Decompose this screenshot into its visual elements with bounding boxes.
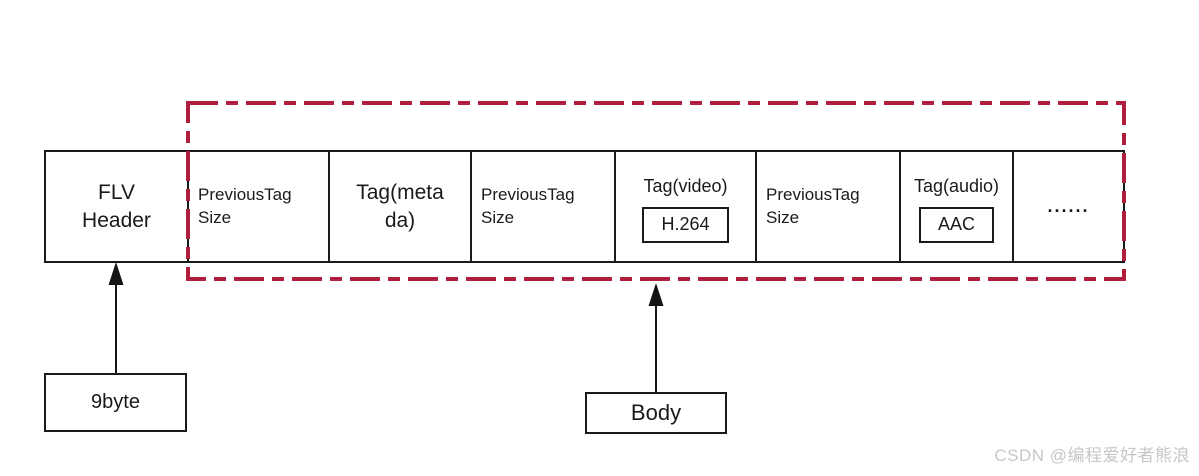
cell-previous-tag-size-2: PreviousTag Size (472, 152, 616, 261)
codec-box-aac: AAC (918, 207, 994, 243)
previous-tag-size-label: PreviousTag Size (481, 185, 575, 227)
cell-ellipsis: ...... (1014, 152, 1123, 261)
cell-tag-video: Tag(video) H.264 (616, 152, 757, 261)
cell-previous-tag-size-1: PreviousTag Size (189, 152, 330, 261)
callout-body: Body (585, 392, 727, 434)
previous-tag-size-label: PreviousTag Size (198, 185, 292, 227)
tag-metadata-label: Tag(meta da) (356, 181, 444, 232)
callout-9byte: 9byte (44, 373, 187, 432)
ellipsis-label: ...... (1047, 196, 1090, 216)
cell-previous-tag-size-3: PreviousTag Size (757, 152, 901, 261)
codec-box-h264: H.264 (642, 207, 729, 243)
previous-tag-size-label: PreviousTag Size (766, 185, 860, 227)
tag-video-label: Tag(video) (643, 176, 728, 197)
cell-flv-header: FLV Header (46, 152, 189, 261)
flv-file-row: FLV Header PreviousTag Size Tag(meta da)… (44, 150, 1125, 263)
flv-header-label: FLV Header (82, 181, 151, 232)
callout-9byte-label: 9byte (91, 391, 140, 413)
callout-body-label: Body (630, 400, 682, 425)
tag-audio-label: Tag(audio) (913, 176, 1000, 197)
cell-tag-metadata: Tag(meta da) (330, 152, 472, 261)
arrow-body (648, 283, 664, 392)
cell-tag-audio: Tag(audio) AAC (901, 152, 1014, 261)
arrow-flv-header (108, 262, 124, 373)
watermark: CSDN @编程爱好者熊浪 (994, 446, 1190, 465)
